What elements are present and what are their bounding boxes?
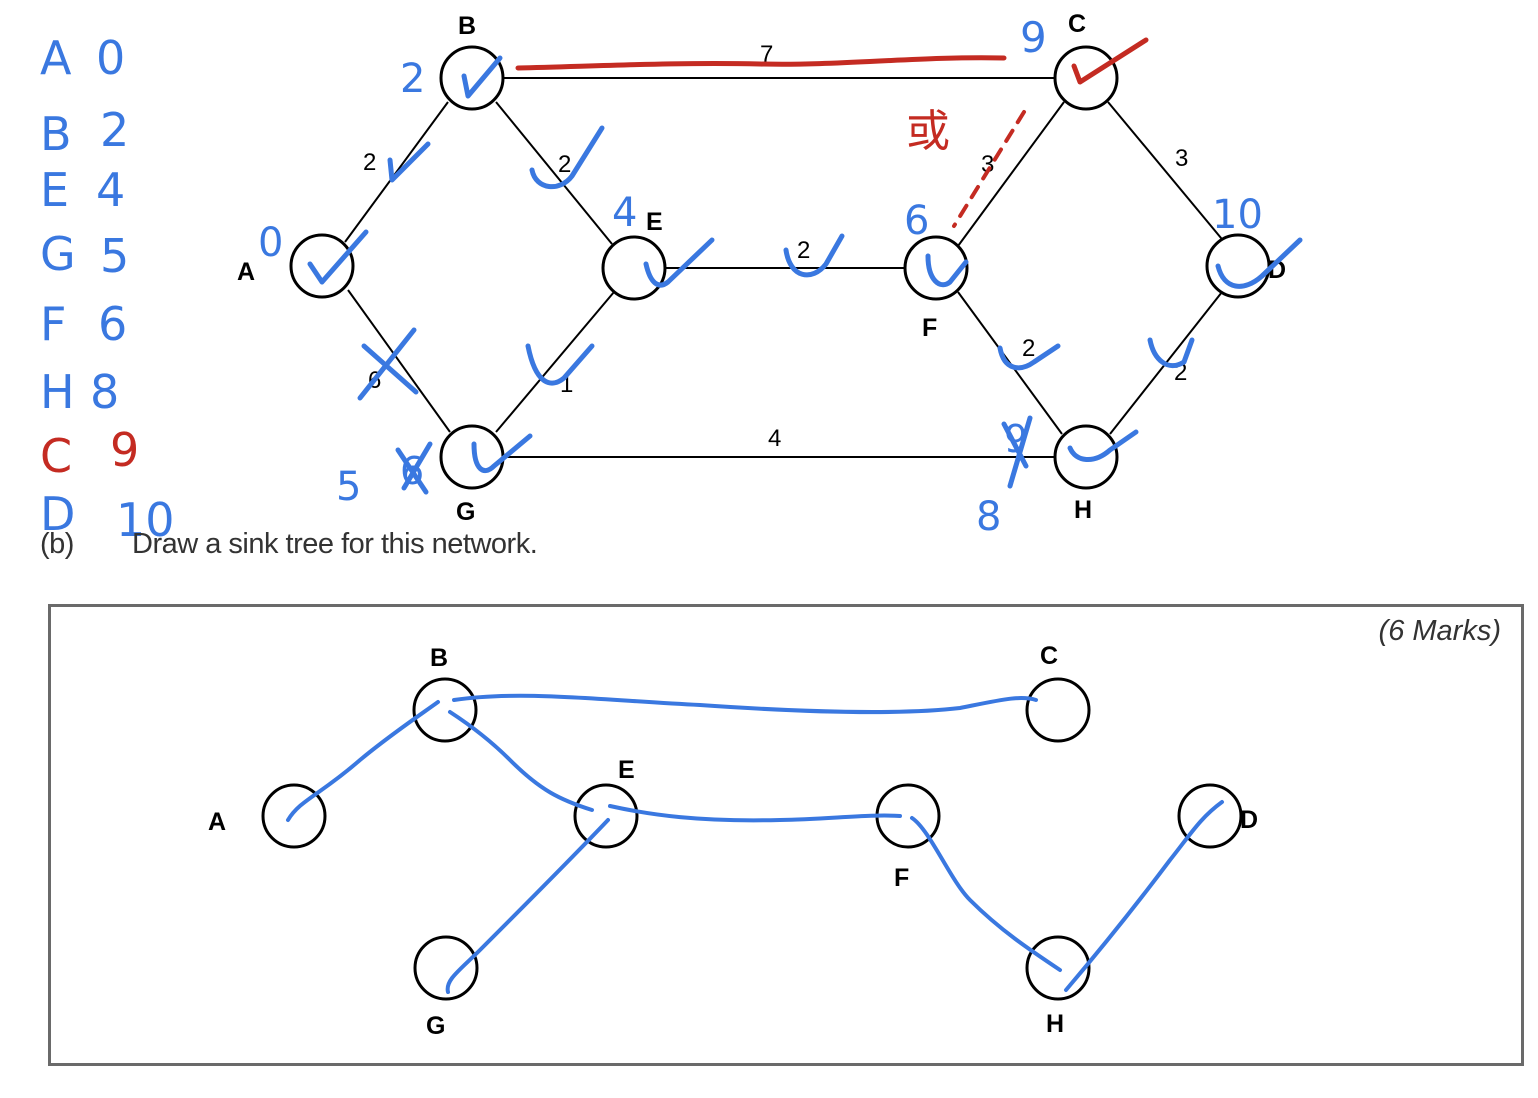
red-check-C (1071, 37, 1149, 85)
node-label-A: A (237, 258, 255, 286)
node-label-C: C (1068, 10, 1086, 38)
tree-node-label-A: A (208, 808, 226, 836)
answer-box: (6 Marks) (48, 604, 1524, 1066)
check-icon-edge-F-H (997, 343, 1061, 371)
node-E (601, 235, 667, 301)
dist-table-node-E: E (40, 163, 69, 217)
node-label-E: E (646, 208, 663, 236)
tree-node-G (413, 935, 479, 1001)
marks-label: (6 Marks) (1378, 615, 1501, 647)
dist-table-node-D: D (40, 487, 75, 541)
dist-table-value-B: 2 (100, 103, 129, 157)
check-icon-H (1067, 429, 1139, 462)
dist-table-node-H: H (40, 365, 75, 419)
network-edges (344, 77, 1227, 458)
node-dist-D: 10 (1212, 192, 1263, 238)
red-dashed-C-F (952, 110, 1026, 228)
check-icon-B (461, 55, 503, 99)
node-label-H: H (1074, 496, 1092, 524)
check-icon-edge-A-B (387, 141, 431, 183)
edge-C-F (957, 101, 1065, 247)
node-B (439, 45, 505, 111)
edge-weight-A-B: 2 (363, 149, 376, 176)
check-icon-E (643, 237, 715, 288)
node-label-F: F (922, 314, 937, 342)
node-dist-C: 9 (1020, 13, 1047, 62)
node-A (289, 233, 355, 299)
check-icon-edge-E-G (525, 343, 595, 386)
edge-B-E (495, 101, 613, 245)
question-number: (b) (40, 528, 74, 560)
dist-table-node-C: C (40, 429, 72, 483)
dist-table-value-E: 4 (96, 163, 125, 217)
tree-edge-F-H (910, 816, 1062, 972)
check-icon-edge-E-F (783, 233, 845, 278)
sink-tree-edges (286, 693, 1224, 994)
edge-weight-G-H: 4 (768, 425, 781, 452)
edge-weight-C-D: 3 (1175, 145, 1188, 172)
node-dist-G: 5 (336, 464, 361, 510)
tree-edge-E-F (608, 804, 902, 823)
dist-table-value-D: 10 (116, 493, 175, 547)
node-dist-E: 4 (612, 190, 637, 236)
strike-H (1001, 415, 1033, 489)
edge-C-D (1107, 101, 1227, 245)
dist-table-value-F: 6 (98, 297, 127, 351)
tree-edge-E-G (445, 818, 610, 994)
check-icon-edge-B-E (529, 125, 605, 190)
tree-edge-H-D (1064, 800, 1224, 992)
dist-table-value-A: 0 (96, 31, 125, 85)
tree-edge-B-E (448, 710, 594, 812)
tree-node-label-F: F (894, 864, 909, 892)
edge-weight-E-F: 2 (797, 237, 810, 264)
edge-weight-F-H: 2 (1022, 335, 1035, 362)
tree-node-E (573, 783, 639, 849)
check-icon-A (307, 229, 369, 285)
tree-node-label-E: E (618, 756, 635, 784)
check-icon-D (1215, 237, 1303, 289)
dist-table-node-G: G (40, 227, 76, 281)
tree-node-label-B: B (430, 644, 448, 672)
distance-table: A 0 B 2 E 4 G 5 F 6 H 8 C 9 D 10 (40, 31, 175, 547)
tree-node-B (412, 677, 478, 743)
cross-icon-edge-A-G (357, 327, 419, 401)
dist-table-value-C: 9 (110, 423, 139, 477)
red-highlight-B-C (515, 55, 1007, 71)
dist-table-value-H: 8 (90, 365, 119, 419)
edge-weight-B-C: 7 (760, 41, 773, 68)
check-marks (307, 55, 1303, 473)
node-dist-H: 8 (976, 494, 1001, 540)
check-icon-F (925, 253, 969, 288)
check-icon-G (471, 433, 533, 473)
dist-table-node-A: A (40, 31, 72, 85)
node-dist-A: 0 (258, 220, 283, 266)
node-F (903, 235, 969, 301)
strike-G (395, 441, 433, 495)
edge-weight-B-E: 2 (558, 151, 571, 178)
tree-node-label-C: C (1040, 642, 1058, 670)
edge-A-G (347, 289, 451, 433)
question-prompt: (b) Draw a sink tree for this network. (40, 528, 538, 561)
tree-edge-A-B (286, 700, 440, 822)
node-label-B: B (458, 12, 476, 40)
node-G (439, 424, 505, 490)
tree-node-label-G: G (426, 1012, 445, 1040)
or-note: 或 (906, 106, 950, 157)
node-dist-F: 6 (904, 198, 929, 244)
tree-node-label-D: D (1240, 806, 1258, 834)
node-dist-B: 2 (400, 56, 425, 102)
dist-table-value-G: 5 (100, 229, 129, 283)
tree-node-C (1025, 677, 1091, 743)
tree-node-label-H: H (1046, 1010, 1064, 1038)
edge-E-G (495, 291, 615, 433)
check-icon-edge-D-H (1147, 337, 1195, 369)
tree-edge-B-C (452, 693, 1038, 714)
question-text: Draw a sink tree for this network. (132, 528, 538, 560)
edge-weight-C-F: 3 (981, 151, 994, 178)
dist-table-node-F: F (40, 297, 66, 351)
dist-table-node-B: B (40, 107, 72, 161)
node-label-G: G (456, 498, 475, 526)
